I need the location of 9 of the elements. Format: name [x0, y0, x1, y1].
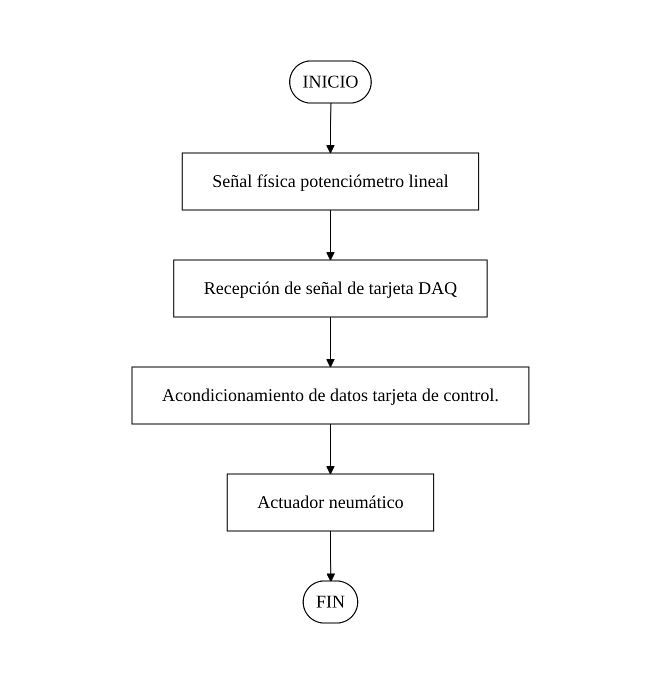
arrow [326, 316, 334, 368]
arrow [326, 103, 334, 154]
arrow [326, 530, 335, 582]
node-box: Actuador neumático [226, 474, 434, 532]
node-box: Recepción de señal de tarjeta DAQ [172, 260, 488, 318]
arrow [326, 424, 334, 474]
arrow [326, 210, 334, 260]
node-box: Señal física potenciómetro lineal [181, 152, 479, 210]
node-box: Acondicionamiento de datos tarjeta de control. [131, 366, 529, 424]
